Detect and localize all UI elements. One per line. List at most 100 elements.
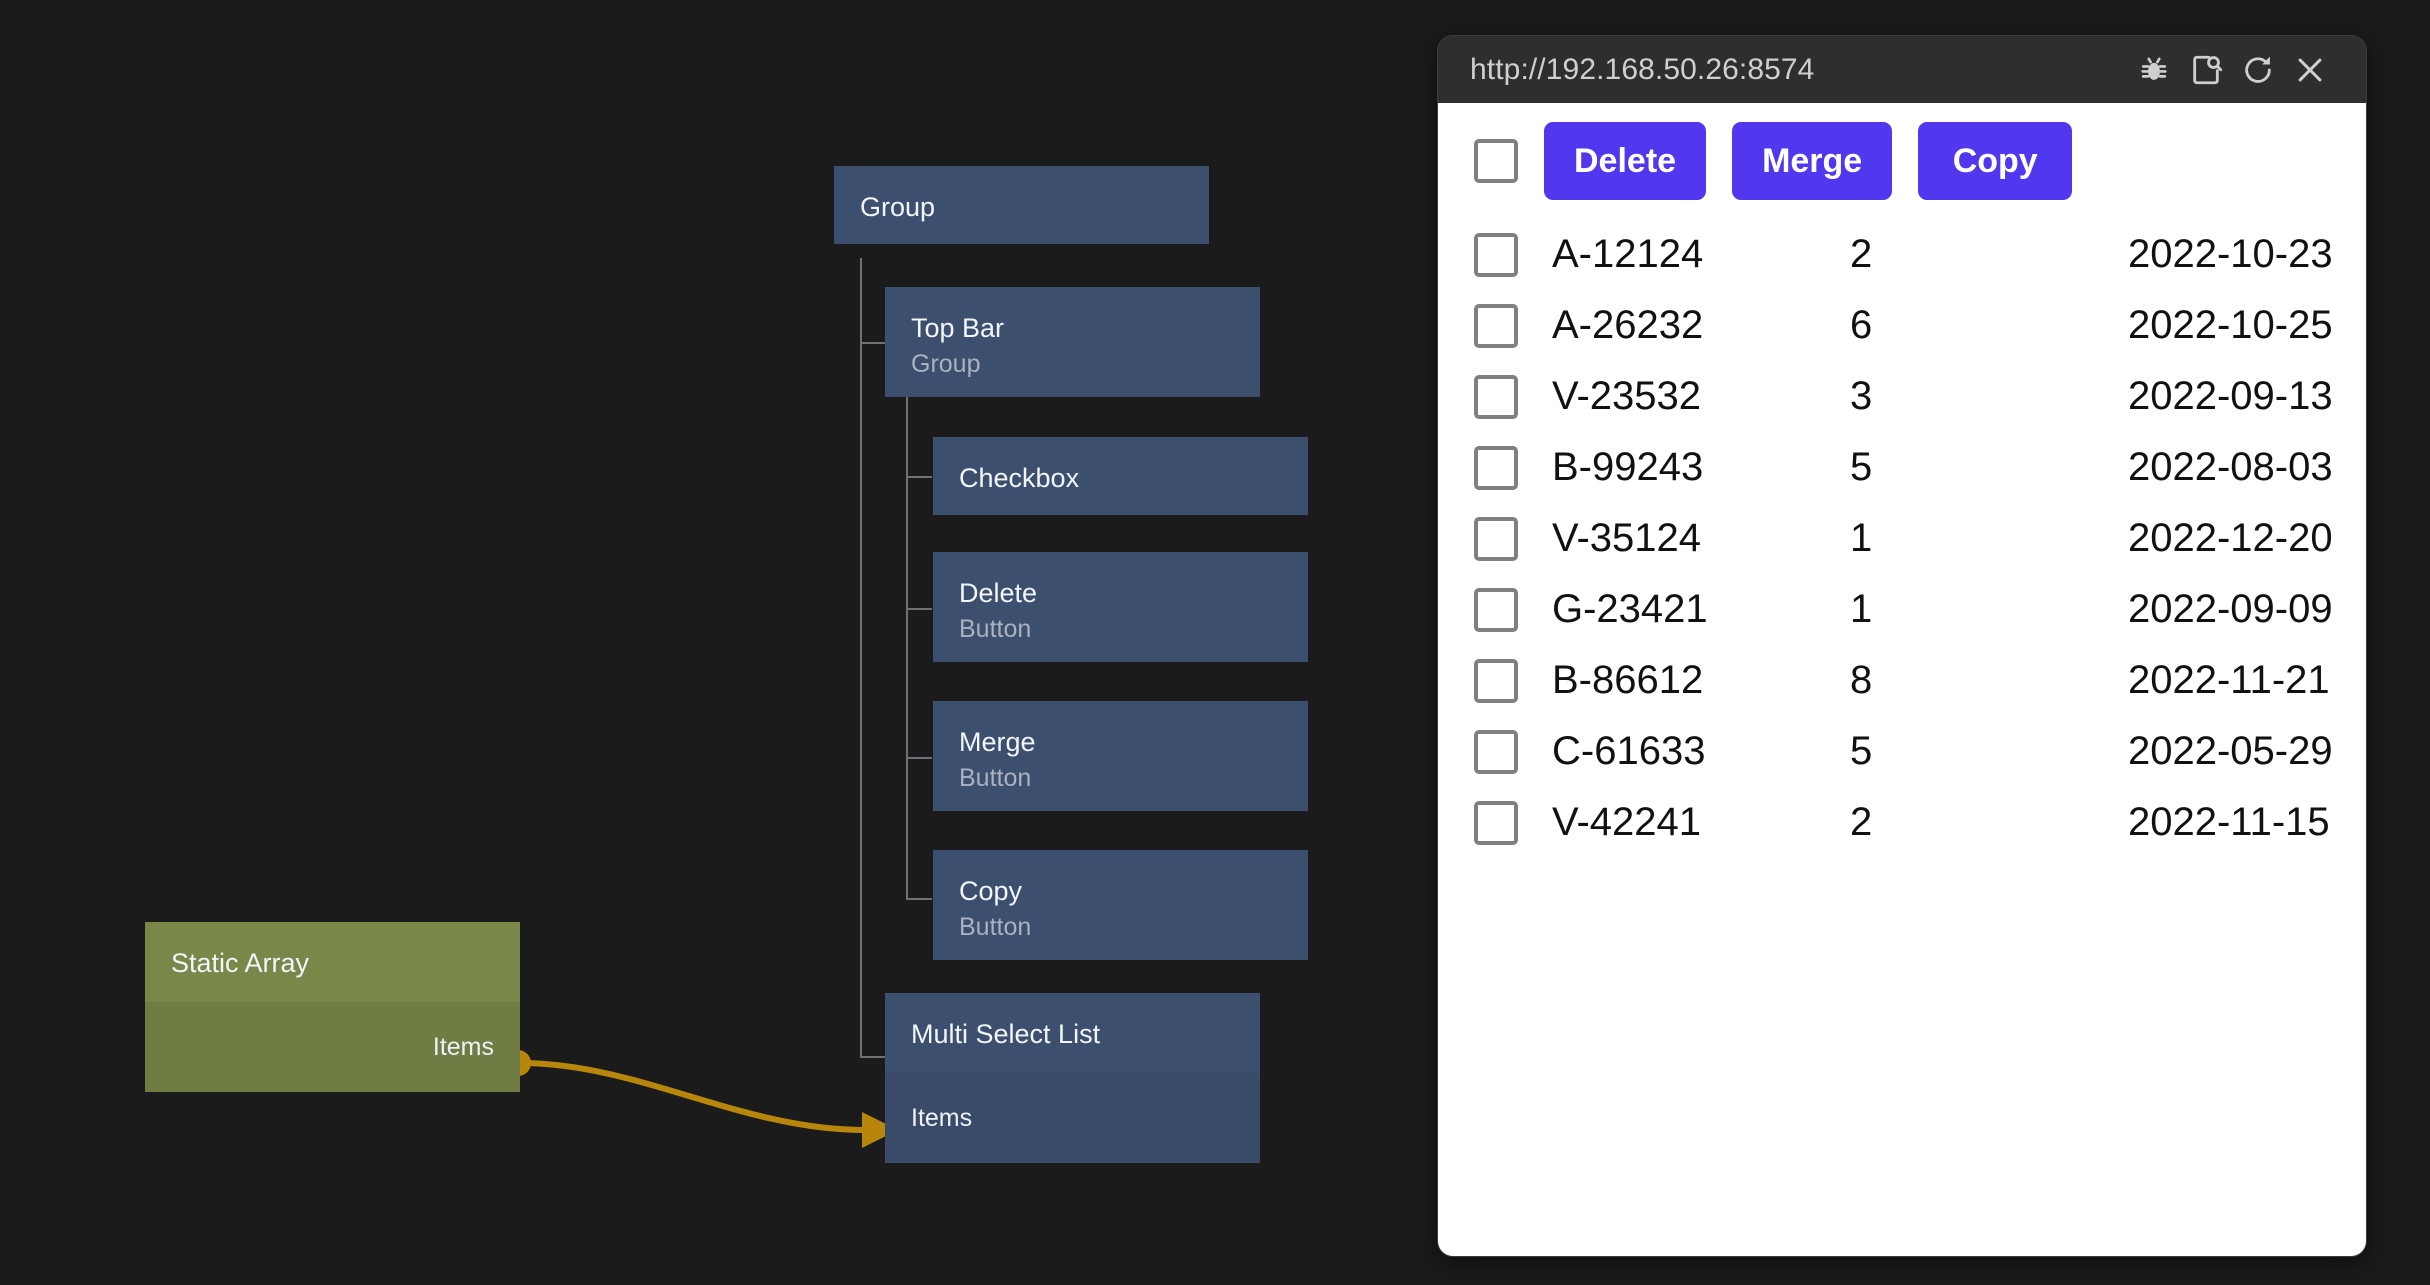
node-copy-button[interactable]: Copy Button xyxy=(933,850,1308,960)
row-qty: 6 xyxy=(1850,303,1873,347)
row-checkbox[interactable] xyxy=(1474,445,1518,490)
row-checkbox[interactable] xyxy=(1474,658,1518,703)
row-id: C-61633 xyxy=(1552,729,1706,773)
tree-connector-to-checkbox xyxy=(906,476,932,478)
node-delete-subtitle: Button xyxy=(959,615,1032,643)
table-row[interactable]: V-42241 2 2022-11-15 xyxy=(1474,787,2366,858)
debug-icon[interactable] xyxy=(2128,44,2180,96)
row-checkbox[interactable] xyxy=(1474,516,1518,561)
table-row[interactable]: B-86612 8 2022-11-21 xyxy=(1474,645,2366,716)
row-date: 2022-11-21 xyxy=(2128,658,2330,702)
row-date: 2022-08-03 xyxy=(2128,445,2333,489)
table-row[interactable]: A-26232 6 2022-10-25 xyxy=(1474,290,2366,361)
wire-static-array-to-multi-select xyxy=(519,1060,866,1133)
node-checkbox[interactable]: Checkbox xyxy=(933,437,1308,515)
node-copy-subtitle: Button xyxy=(959,913,1032,941)
row-qty: 5 xyxy=(1850,445,1873,489)
row-id: V-35124 xyxy=(1552,516,1702,560)
row-qty: 1 xyxy=(1850,516,1873,560)
node-merge-head: Merge Button xyxy=(933,701,1308,791)
row-date: 2022-09-13 xyxy=(2128,374,2333,418)
table-row[interactable]: C-61633 5 2022-05-29 xyxy=(1474,716,2366,787)
merge-button[interactable]: Merge xyxy=(1732,122,1893,200)
node-group[interactable]: Group xyxy=(834,166,1209,244)
node-delete-button[interactable]: Delete Button xyxy=(933,552,1308,662)
node-multi-select-list[interactable]: Multi Select List Items xyxy=(885,993,1260,1163)
close-icon[interactable] xyxy=(2284,44,2336,96)
row-qty: 2 xyxy=(1850,800,1873,844)
node-multi-select-head: Multi Select List xyxy=(885,993,1260,1048)
multi-select-list: A-12124 2 2022-10-23 A-26232 6 2022-10-2… xyxy=(1438,219,2366,858)
delete-button[interactable]: Delete xyxy=(1544,122,1707,200)
row-qty: 1 xyxy=(1850,587,1873,631)
node-checkbox-title: Checkbox xyxy=(959,463,1080,493)
row-checkbox[interactable] xyxy=(1474,374,1518,419)
node-top-bar[interactable]: Top Bar Group xyxy=(885,287,1260,397)
row-qty: 5 xyxy=(1850,729,1873,773)
row-checkbox[interactable] xyxy=(1474,587,1518,632)
row-qty: 2 xyxy=(1850,232,1873,276)
node-delete-head: Delete Button xyxy=(933,552,1308,642)
table-row[interactable]: V-35124 1 2022-12-20 xyxy=(1474,503,2366,574)
preview-browser-window: http://192.168.50.26:8574 xyxy=(1437,35,2367,1257)
node-multi-select-items-port[interactable]: Items xyxy=(885,1073,1260,1163)
node-top-bar-head: Top Bar Group xyxy=(885,287,1260,377)
node-delete-title: Delete xyxy=(959,578,1038,608)
table-row[interactable]: A-12124 2 2022-10-23 xyxy=(1474,219,2366,290)
tree-connector-to-copy xyxy=(906,898,932,900)
node-multi-select-title: Multi Select List xyxy=(911,1019,1101,1049)
node-checkbox-head: Checkbox xyxy=(933,437,1308,492)
row-checkbox[interactable] xyxy=(1474,232,1518,277)
copy-button[interactable]: Copy xyxy=(1918,122,2073,200)
node-group-title: Group xyxy=(860,192,936,222)
row-checkbox[interactable] xyxy=(1474,729,1518,774)
row-date: 2022-10-25 xyxy=(2128,303,2333,347)
row-date: 2022-10-23 xyxy=(2128,232,2333,276)
reload-icon[interactable] xyxy=(2232,44,2284,96)
row-id: V-42241 xyxy=(1552,800,1702,844)
tree-connector-to-top-bar xyxy=(860,342,886,344)
page-viewport: Delete Merge Copy A-12124 2 2022-10-23 A… xyxy=(1438,103,2366,1256)
tree-connector-to-merge xyxy=(906,757,932,759)
table-row[interactable]: V-23532 3 2022-09-13 xyxy=(1474,361,2366,432)
row-id: A-26232 xyxy=(1552,303,1704,347)
row-id: B-99243 xyxy=(1552,445,1704,489)
row-checkbox[interactable] xyxy=(1474,800,1518,845)
table-row[interactable]: B-99243 5 2022-08-03 xyxy=(1474,432,2366,503)
row-id: V-23532 xyxy=(1552,374,1702,418)
node-merge-subtitle: Button xyxy=(959,764,1032,792)
url-text[interactable]: http://192.168.50.26:8574 xyxy=(1470,52,1815,86)
row-date: 2022-05-29 xyxy=(2128,729,2333,773)
node-multi-select-items-label: Items xyxy=(911,1103,973,1132)
inspect-page-search-icon[interactable] xyxy=(2180,44,2232,96)
tree-connector-branch xyxy=(906,368,908,900)
table-row[interactable]: G-23421 1 2022-09-09 xyxy=(1474,574,2366,645)
row-id: A-12124 xyxy=(1552,232,1704,276)
browser-chrome-bar: http://192.168.50.26:8574 xyxy=(1438,36,2366,103)
node-top-bar-subtitle: Group xyxy=(911,350,981,378)
select-all-checkbox[interactable] xyxy=(1474,139,1518,183)
row-date: 2022-12-20 xyxy=(2128,516,2333,560)
node-static-array-items-port[interactable]: Items xyxy=(145,1002,520,1092)
node-static-array[interactable]: Static Array Items xyxy=(145,922,520,1092)
node-top-bar-title: Top Bar xyxy=(911,313,1005,343)
tree-connector-to-delete xyxy=(906,608,932,610)
row-id: B-86612 xyxy=(1552,658,1704,702)
node-static-array-head: Static Array xyxy=(145,922,520,977)
node-group-head: Group xyxy=(834,166,1209,221)
node-static-array-items-label: Items xyxy=(432,1032,494,1061)
row-qty: 8 xyxy=(1850,658,1873,702)
node-merge-button[interactable]: Merge Button xyxy=(933,701,1308,811)
node-copy-head: Copy Button xyxy=(933,850,1308,940)
tree-connector-to-multi-list xyxy=(860,1056,886,1058)
node-merge-title: Merge xyxy=(959,727,1036,757)
row-checkbox[interactable] xyxy=(1474,303,1518,348)
node-copy-title: Copy xyxy=(959,876,1023,906)
table-toolbar: Delete Merge Copy xyxy=(1438,103,2366,219)
node-static-array-title: Static Array xyxy=(171,948,310,978)
row-date: 2022-09-09 xyxy=(2128,587,2333,631)
tree-connector-trunk xyxy=(860,258,862,1058)
row-id: G-23421 xyxy=(1552,587,1708,631)
